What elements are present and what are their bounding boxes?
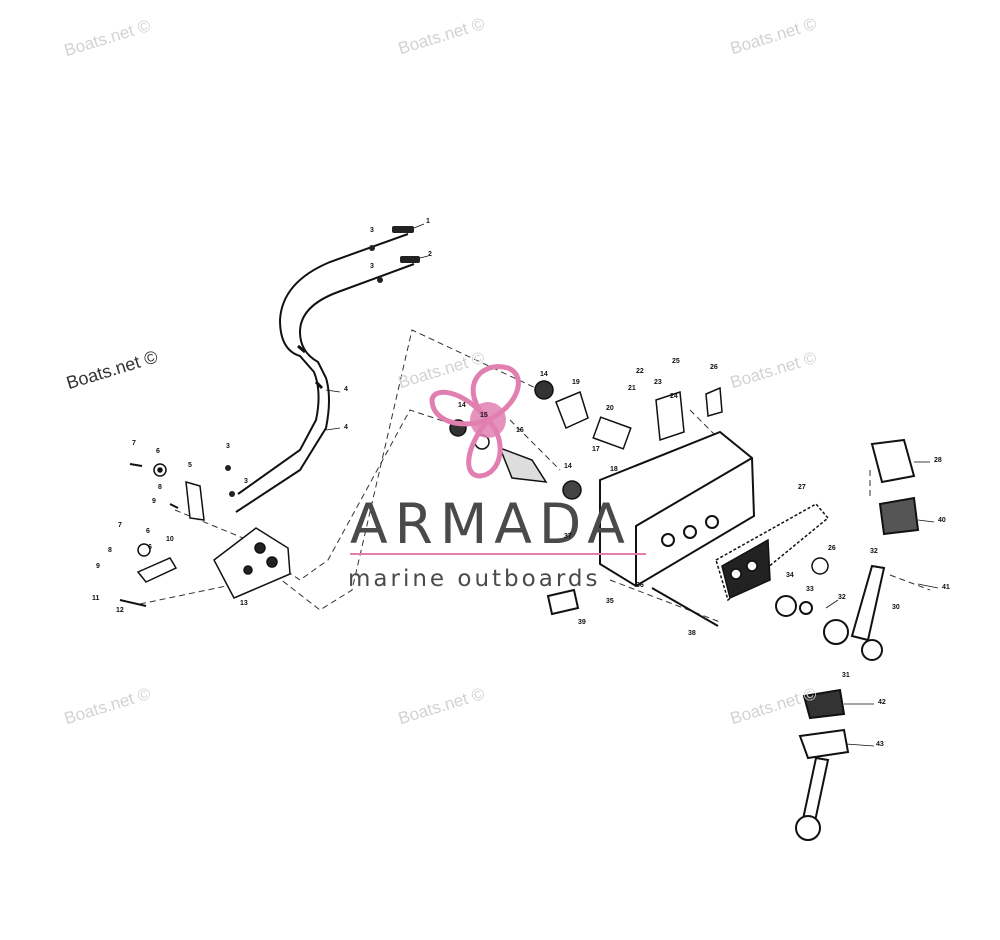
callout-number: 6 <box>146 528 150 535</box>
callout-number: 42 <box>878 699 886 706</box>
callout-number: 19 <box>572 379 580 386</box>
callout-number: 31 <box>842 672 850 679</box>
brand-divider <box>350 553 646 555</box>
callout-number: 14 <box>458 402 466 409</box>
callout-number: 32 <box>870 548 878 555</box>
callout-number: 21 <box>628 385 636 392</box>
callout-number: 7 <box>118 522 122 529</box>
callout-number: 36 <box>636 582 644 589</box>
callout-number: 4 <box>344 424 348 431</box>
callout-number: 8 <box>158 484 162 491</box>
callout-number: 9 <box>152 498 156 505</box>
callout-number: 11 <box>92 595 100 602</box>
callout-number: 2 <box>428 251 432 258</box>
callout-number: 41 <box>942 584 950 591</box>
callout-number: 32 <box>838 594 846 601</box>
callout-number: 38 <box>688 630 696 637</box>
panel-plate <box>715 503 830 602</box>
callout-number: 7 <box>132 440 136 447</box>
callout-number: 22 <box>636 368 644 375</box>
callout-number: 39 <box>578 619 586 626</box>
callout-number: 6 <box>148 544 152 551</box>
callout-number: 28 <box>934 457 942 464</box>
callout-number: 17 <box>592 446 600 453</box>
callout-number: 5 <box>188 462 192 469</box>
callout-number: 34 <box>786 572 794 579</box>
callout-number: 3 <box>244 478 248 485</box>
control-cables <box>235 233 415 513</box>
callout-number: 12 <box>116 607 124 614</box>
callout-number: 15 <box>480 412 488 419</box>
callout-number: 40 <box>938 517 946 524</box>
callout-number: 13 <box>240 600 248 607</box>
callout-number: 30 <box>892 604 900 611</box>
callout-number: 26 <box>828 545 836 552</box>
callout-number: 33 <box>806 586 814 593</box>
callout-number: 20 <box>606 405 614 412</box>
callout-number: 16 <box>516 427 524 434</box>
callout-number: 26 <box>710 364 718 371</box>
control-handles <box>546 438 920 841</box>
callout-number: 8 <box>108 547 112 554</box>
propeller-logo-icon <box>429 364 521 479</box>
callout-number: 9 <box>96 563 100 570</box>
callout-number: 27 <box>798 484 806 491</box>
callout-number: 24 <box>670 393 678 400</box>
callout-number: 14 <box>564 463 572 470</box>
left-linkage <box>119 463 291 607</box>
control-box-housing <box>599 430 756 588</box>
callout-number: 3 <box>370 263 374 270</box>
callout-number: 3 <box>226 443 230 450</box>
callout-number: 25 <box>672 358 680 365</box>
callout-number: 43 <box>876 741 884 748</box>
leader-lines <box>325 223 939 747</box>
callout-number: 35 <box>606 598 614 605</box>
cable-ends <box>225 226 420 497</box>
brand-tagline: marine outboards <box>348 566 601 592</box>
callout-number: 23 <box>654 379 662 386</box>
callout-number: 6 <box>156 448 160 455</box>
brand-name: ARMADA <box>350 492 632 556</box>
callout-number: 1 <box>426 218 430 225</box>
callout-number: 3 <box>370 227 374 234</box>
callout-number: 18 <box>610 466 618 473</box>
callout-number: 14 <box>540 371 548 378</box>
callout-number: 4 <box>344 386 348 393</box>
callout-number: 10 <box>166 536 174 543</box>
callout-number: 37 <box>564 533 572 540</box>
